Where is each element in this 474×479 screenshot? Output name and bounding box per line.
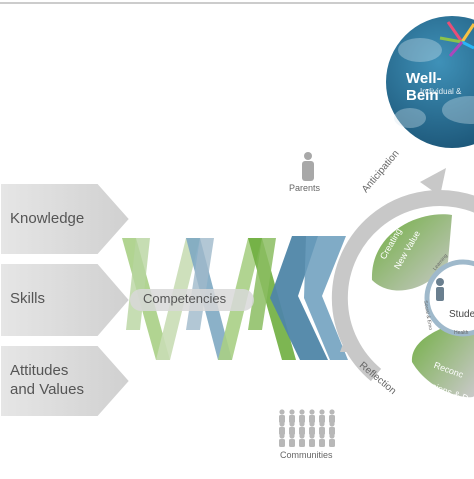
community-person-icon: [299, 433, 305, 447]
communities-label: Communities: [280, 450, 333, 460]
creating-petal: [371, 214, 452, 291]
community-person-icon: [329, 433, 335, 447]
globe-subtitle: Individual &: [420, 87, 462, 96]
skills-block: [0, 262, 132, 338]
community-person-icon: [309, 433, 315, 447]
community-person-icon: [329, 409, 335, 423]
globe: [386, 16, 474, 148]
cycle-ring: [331, 168, 474, 392]
attitudes-label-line2: and Values: [10, 381, 84, 398]
parents-label: Parents: [289, 183, 321, 193]
community-person-icon: [319, 409, 325, 423]
community-person-icon: [289, 409, 295, 423]
cycle-petals: [371, 214, 474, 398]
attitudes-block: [0, 344, 132, 418]
community-person-icon: [279, 421, 285, 435]
student-label: Studer: [449, 309, 474, 320]
skills-label: Skills: [10, 290, 46, 307]
globe-starburst-icon: [439, 21, 474, 57]
globe-land: [394, 38, 474, 128]
community-person-icon: [279, 433, 285, 447]
community-person-icon: [329, 421, 335, 435]
reconciling-petal: [411, 318, 474, 398]
community-person-icon: [289, 421, 295, 435]
community-person-icon: [309, 409, 315, 423]
parents-figure-icon: [302, 152, 314, 181]
community-person-icon: [299, 421, 305, 435]
globe-title: Well-Bein: [406, 70, 442, 104]
community-person-icon: [309, 421, 315, 435]
inner-ring-label-2: Health: [454, 330, 469, 336]
student-icon: [436, 278, 444, 301]
community-person-icon: [289, 433, 295, 447]
community-person-icon: [299, 409, 305, 423]
knowledge-block: [0, 182, 132, 256]
community-person-icon: [279, 409, 285, 423]
community-person-icon: [319, 433, 325, 447]
student-circle: [424, 259, 474, 337]
attitudes-label-line1: Attitudes: [10, 362, 69, 379]
community-person-icon: [319, 421, 325, 435]
competencies-bar: [130, 289, 254, 311]
input-blocks: [0, 182, 132, 418]
competencies-label: Competencies: [143, 291, 227, 306]
knowledge-label: Knowledge: [10, 210, 85, 227]
